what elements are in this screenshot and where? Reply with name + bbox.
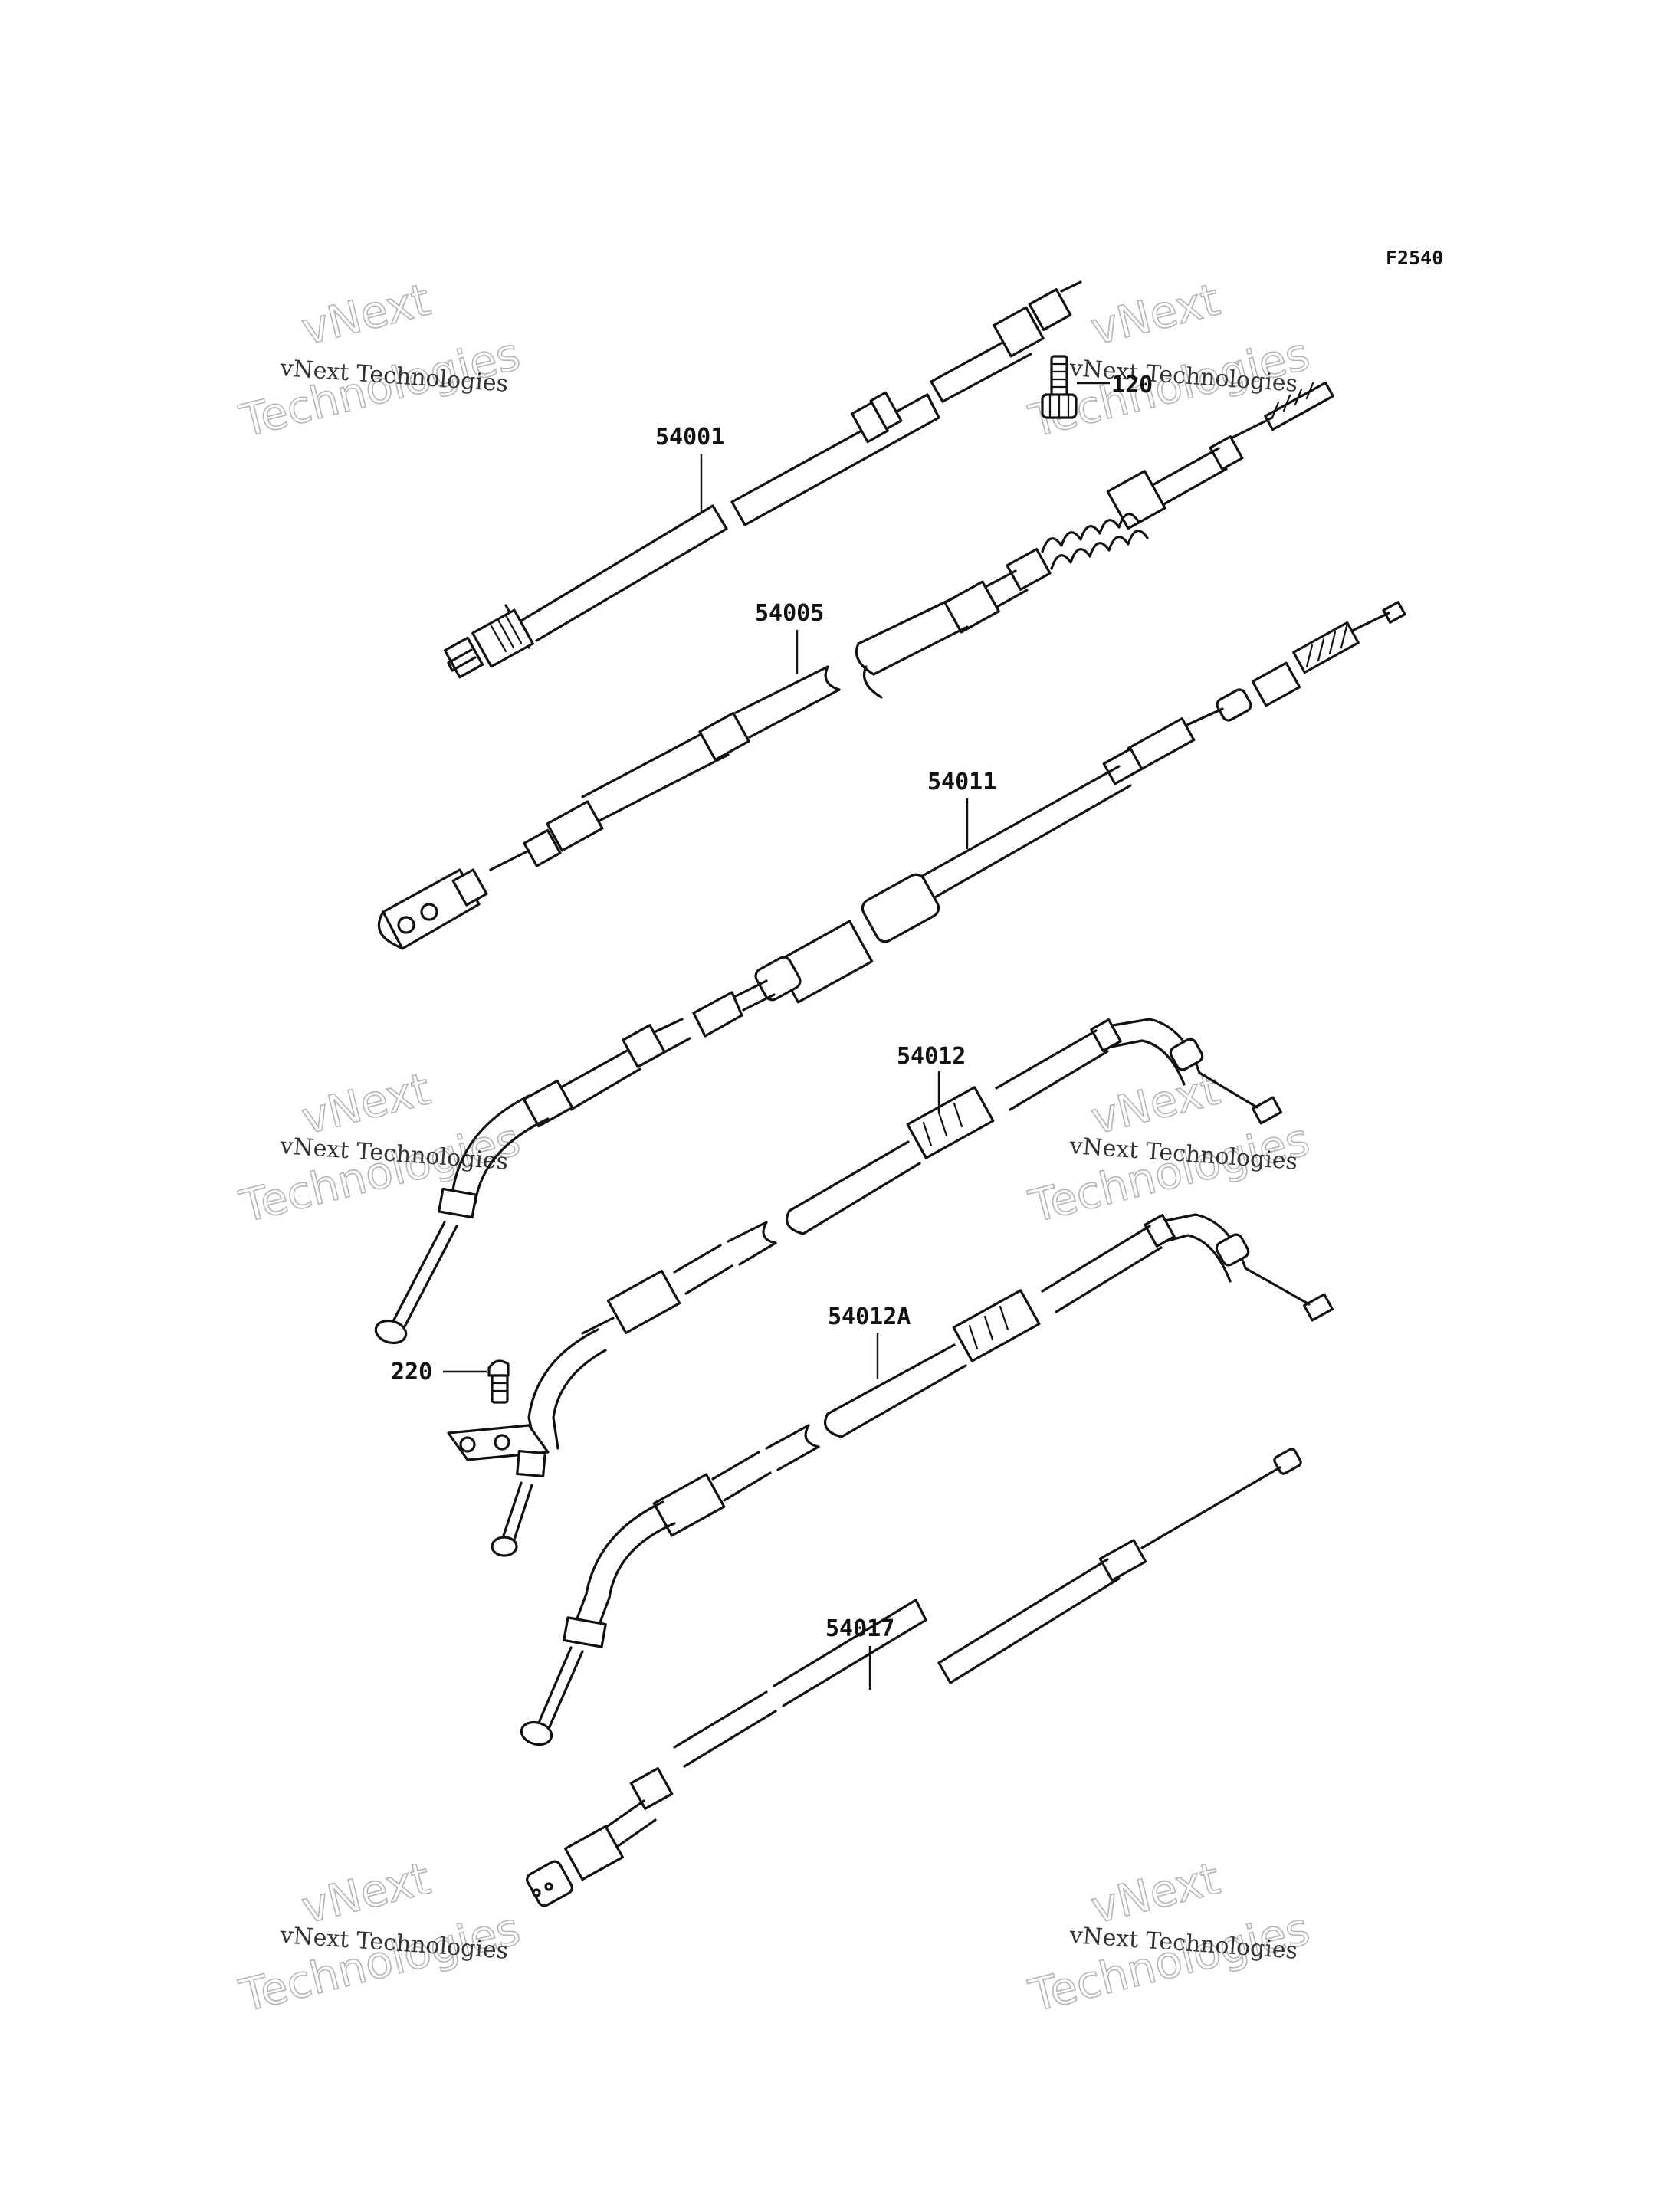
- seat-lock-cable[interactable]: [525, 1448, 1302, 1908]
- part-label-54011[interactable]: 54011: [927, 769, 996, 795]
- part-label-54005[interactable]: 54005: [755, 600, 824, 627]
- svg-text:vNext: vNext: [297, 274, 435, 356]
- figure-code: F2540: [1386, 247, 1443, 269]
- svg-text:vNext: vNext: [297, 1852, 435, 1934]
- part-label-220[interactable]: 220: [391, 1359, 432, 1385]
- throttle-cable[interactable]: [447, 1018, 1283, 1557]
- part-label-54012[interactable]: 54012: [897, 1043, 966, 1070]
- part-label-54001[interactable]: 54001: [655, 424, 724, 451]
- watermark-mid-left: vNext Technologies vNext Technologies: [234, 1062, 526, 1234]
- watermark-mid-right: vNext Technologies vNext Technologies: [1023, 1062, 1315, 1234]
- part-label-54012A[interactable]: 54012A: [828, 1303, 911, 1330]
- watermark-top-left: vNext Technologies vNext Technologies: [234, 273, 526, 448]
- part-label-54017[interactable]: 54017: [825, 1615, 894, 1642]
- svg-text:vNext: vNext: [1086, 1852, 1225, 1934]
- part-label-120[interactable]: 120: [1111, 372, 1153, 398]
- clutch-cable[interactable]: [377, 381, 1334, 950]
- watermark-bottom-right: vNext Technologies vNext Technologies: [1023, 1851, 1315, 2023]
- choke-cable[interactable]: [373, 601, 1406, 1346]
- watermark-bottom-left: vNext Technologies vNext Technologies: [234, 1851, 526, 2023]
- throttle-return-cable[interactable]: [519, 1213, 1334, 1748]
- svg-text:vNext: vNext: [1086, 274, 1225, 356]
- screw-220[interactable]: [487, 1359, 510, 1404]
- speedometer-cable[interactable]: [443, 280, 1082, 679]
- bolt-120[interactable]: [1041, 355, 1078, 419]
- svg-text:vNext: vNext: [297, 1063, 435, 1145]
